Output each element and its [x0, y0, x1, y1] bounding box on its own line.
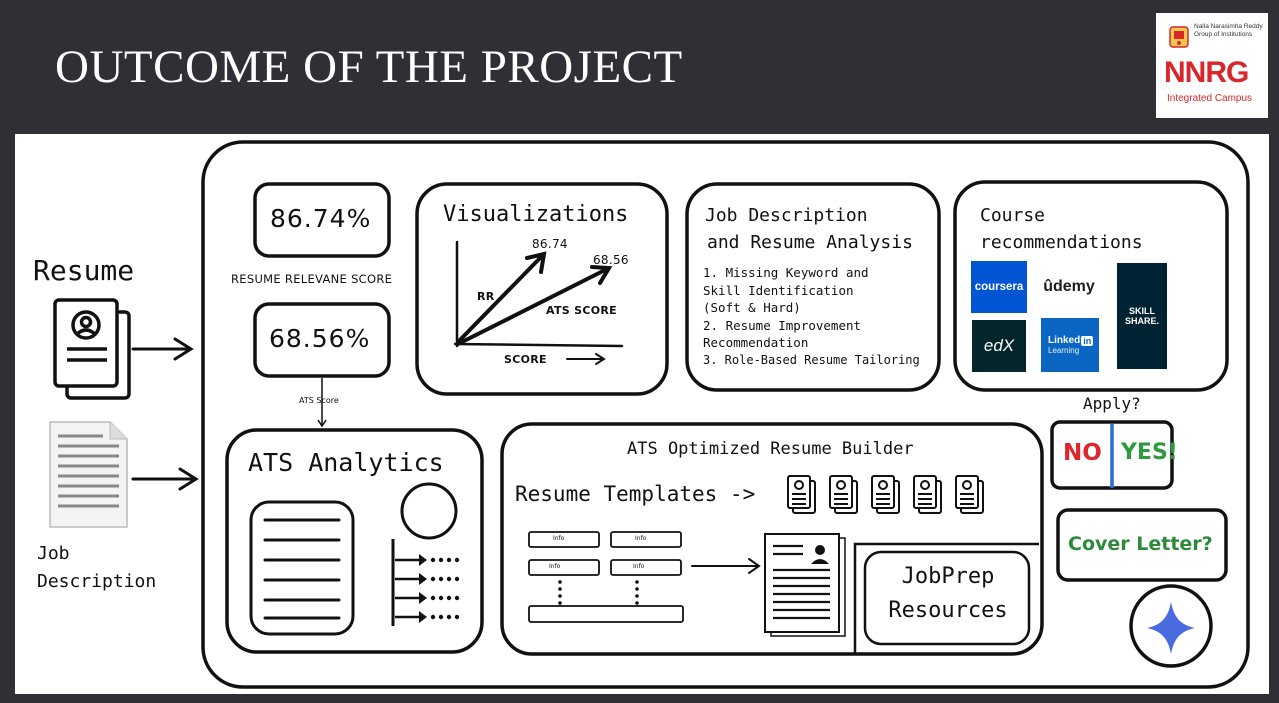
- courses-title-line2: recommendations: [980, 232, 1143, 253]
- job-label-line2: Description: [37, 571, 157, 592]
- outer-container: [201, 140, 1250, 689]
- slide-title: OUTCOME OF THE PROJECT: [55, 41, 683, 93]
- linkedin-sub: Learning: [1048, 346, 1080, 355]
- resume-icon: [53, 298, 131, 400]
- jobprep-line2: Resources: [888, 598, 1008, 623]
- score-axis-label: SCORE: [504, 353, 547, 366]
- job-description-label: Job Description: [37, 540, 156, 596]
- jobprep-box: [863, 550, 1031, 646]
- diagram-frame: [49, 140, 1250, 689]
- skillshare-logo[interactable]: SKILL SHARE.: [1117, 263, 1167, 369]
- apply-question: Apply?: [1083, 394, 1141, 413]
- form-field-label: Info: [549, 563, 561, 570]
- ats-score-caption: ATS Score: [299, 396, 339, 405]
- ai-circle: [1129, 584, 1213, 668]
- ats-analytics-box: [225, 428, 484, 654]
- resume-label: Resume: [33, 254, 135, 287]
- form-field-label: Info: [635, 535, 647, 542]
- analysis-item: 3. Role-Based Resume Tailoring: [703, 352, 920, 367]
- courses-title: Course recommendations: [980, 202, 1143, 256]
- logo-institution-text: Nalla Narasimha Reddy Group of Instituti…: [1194, 23, 1263, 38]
- rr-arrow: [456, 254, 544, 344]
- ats-value-label: 68.56: [593, 253, 629, 267]
- linkedin-word: Linked: [1048, 335, 1081, 346]
- relevance-score-value: 86.74%: [270, 204, 372, 233]
- emblem-icon: [1169, 26, 1189, 48]
- analysis-item: 2. Resume Improvement: [703, 317, 862, 333]
- cover-letter-label[interactable]: Cover Letter?: [1068, 533, 1213, 555]
- ats-arrow: [456, 267, 609, 346]
- analysis-item: (Soft & Hard): [703, 300, 801, 315]
- jobprep-line1: JobPrep: [901, 564, 995, 589]
- ats-analytics-title: ATS Analytics: [248, 448, 444, 477]
- coursera-logo[interactable]: coursera: [971, 261, 1027, 313]
- linkedin-learning-logo[interactable]: Linked in Learning: [1041, 318, 1099, 372]
- logo-tagline: Integrated Campus: [1167, 93, 1253, 104]
- analytics-report-graphic: [249, 482, 458, 636]
- analysis-title: Job Description and Resume Analysis: [705, 202, 913, 256]
- ats-score-box: [253, 302, 391, 378]
- institution-logo: Nalla Narasimha Reddy Group of Instituti…: [1156, 13, 1268, 118]
- relevance-score-box: [253, 182, 391, 258]
- form-field-label: Info: [553, 535, 565, 542]
- linkedin-in-icon: in: [1081, 335, 1094, 346]
- skillshare-line2: SHARE.: [1124, 316, 1159, 326]
- ats-series-label: ATS SCORE: [546, 304, 617, 317]
- resume-builder-box: [500, 422, 1044, 656]
- logo-name: NNRG: [1164, 56, 1249, 89]
- courses-box: [953, 180, 1229, 392]
- analysis-item: Recommendation: [703, 335, 809, 350]
- analysis-box: [685, 182, 941, 392]
- resume-builder-title: ATS Optimized Resume Builder: [627, 439, 914, 459]
- analysis-title-line2: and Resume Analysis: [707, 232, 913, 253]
- edx-logo[interactable]: edX: [972, 320, 1026, 372]
- diagram-canvas: Resume Job Description 86.74% RESUME REL…: [15, 134, 1269, 694]
- score-chart: [453, 240, 624, 365]
- courses-title-line1: Course: [980, 205, 1046, 226]
- analysis-item: Skill Identification: [703, 282, 854, 298]
- skillshare-line1: SKILL: [1129, 306, 1155, 316]
- finished-resume-icon: [764, 533, 846, 637]
- jobprep-resources-label[interactable]: JobPrep Resources: [875, 560, 1021, 628]
- job-label-line1: Job: [37, 543, 70, 564]
- apply-yes-option[interactable]: YES!: [1121, 440, 1178, 465]
- form-fields-graphic: [528, 531, 684, 623]
- sparkle-icon: [1147, 602, 1195, 654]
- visualizations-box: [415, 182, 669, 396]
- analysis-title-line1: Job Description: [705, 205, 868, 226]
- ats-score-value: 68.56%: [269, 324, 371, 353]
- rr-axis-label: RR: [477, 290, 495, 303]
- visualizations-title: Visualizations: [443, 202, 629, 227]
- resume-templates-label: Resume Templates ->: [515, 482, 756, 506]
- analysis-item: 1. Missing Keyword and: [703, 265, 869, 280]
- relevance-score-caption: RESUME RELEVANE SCORE: [231, 272, 393, 286]
- udemy-logo[interactable]: ûdemy: [1039, 269, 1099, 305]
- analysis-list: 1. Missing Keyword and Skill Identificat…: [703, 264, 935, 369]
- resume-template-icons: [787, 475, 984, 514]
- analytics-flow-graphic: [391, 539, 460, 626]
- cover-letter-box: [1056, 508, 1228, 582]
- rr-value-label: 86.74: [532, 237, 568, 251]
- apply-no-option[interactable]: NO: [1063, 440, 1102, 466]
- job-description-doc-icon: [49, 421, 128, 528]
- form-field-label: Info: [633, 563, 645, 570]
